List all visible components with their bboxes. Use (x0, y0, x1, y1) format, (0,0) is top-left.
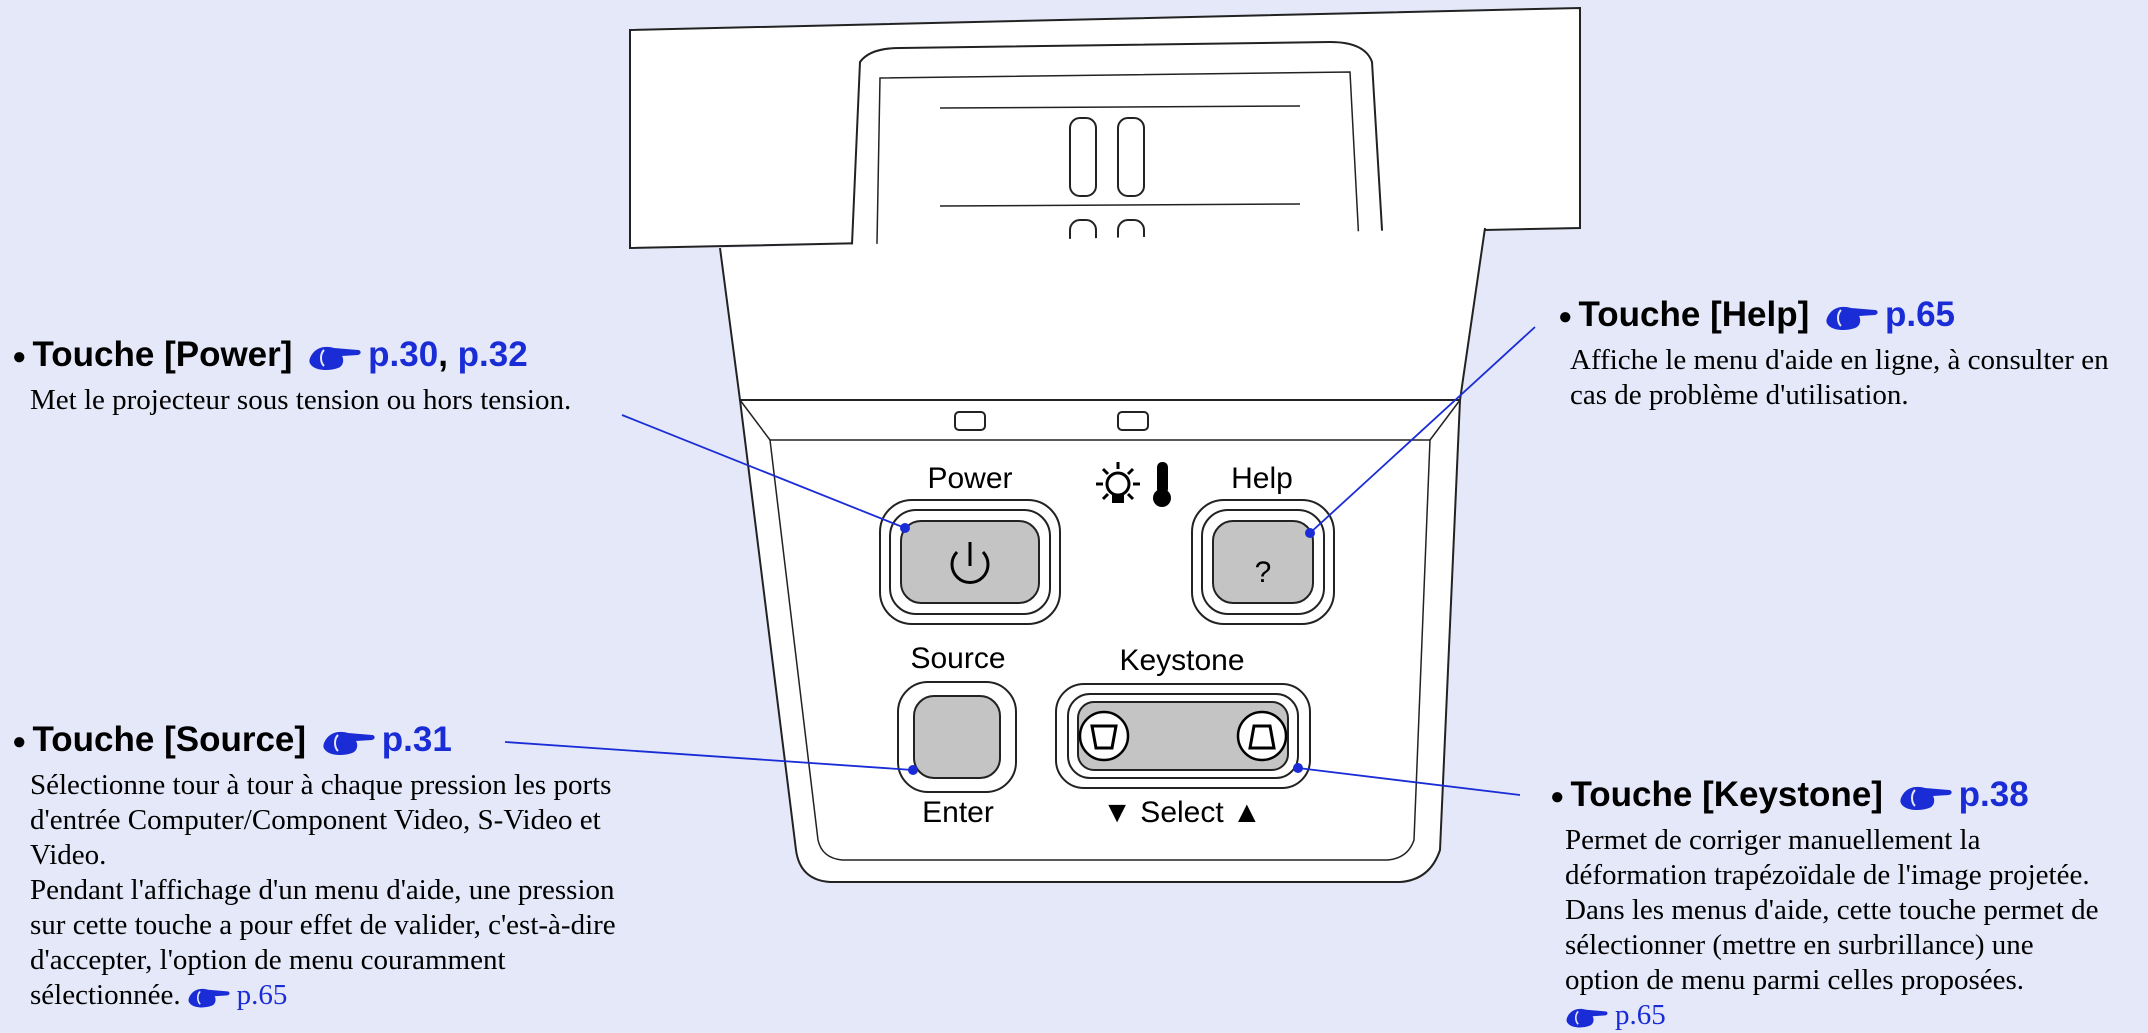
source-inline-ref-link[interactable]: p.65 (236, 979, 288, 1011)
power-indicator-light (954, 411, 986, 431)
leader-line-power (621, 414, 906, 529)
help-button[interactable]: ? (1191, 499, 1335, 625)
leader-lines (504, 326, 1536, 796)
control-panel-housing (738, 399, 1462, 883)
keystone-minus-icon (1078, 710, 1130, 762)
source-callout-heading: ●Touche [Source] p.31 (12, 720, 452, 759)
source-callout-title: Touche [Source] (32, 720, 307, 759)
status-indicator-light (1117, 411, 1149, 431)
pointing-hand-icon (1899, 782, 1953, 812)
keystone-inline-ref-link[interactable]: p.65 (1615, 999, 1666, 1031)
keystone-ref-link[interactable]: p.38 (1958, 775, 2029, 814)
leader-dot-help (1305, 528, 1315, 538)
power-icon (950, 542, 990, 584)
pointing-hand-icon (1825, 302, 1879, 332)
source-label: Source (910, 642, 1005, 675)
leader-dot-power (900, 523, 910, 533)
panel-neck (719, 227, 1486, 401)
help-ref-link[interactable]: p.65 (1884, 295, 1956, 334)
source-button[interactable] (897, 681, 1017, 793)
power-button[interactable] (879, 499, 1061, 625)
keystone-callout-heading: ●Touche [Keystone] p.38 (1550, 775, 2029, 814)
select-label: ▼ Select ▲ (1102, 796, 1261, 829)
power-ref-link-2[interactable]: p.32 (457, 335, 528, 374)
leader-dot-keystone (1293, 763, 1303, 773)
help-callout-title: Touche [Help] (1578, 295, 1810, 334)
pointing-hand-icon (308, 342, 362, 372)
power-ref-link-1[interactable]: p.30 (368, 335, 439, 374)
leader-line-source (504, 741, 914, 771)
keystone-label: Keystone (1119, 644, 1244, 677)
keystone-button[interactable] (1055, 683, 1311, 789)
lamp-icon (1096, 462, 1140, 503)
power-label: Power (927, 462, 1012, 495)
leader-line-keystone (1297, 767, 1521, 796)
temperature-icon (1153, 462, 1171, 507)
source-callout-description: Sélectionne tour à tour à chaque pressio… (30, 769, 616, 1011)
focus-ring-tab-left (1069, 117, 1097, 197)
pointing-hand-icon (322, 727, 376, 757)
pointing-hand-icon (187, 985, 231, 1009)
leader-dot-source (908, 765, 918, 775)
keystone-plus-icon (1236, 710, 1288, 762)
keystone-callout-title: Touche [Keystone] (1570, 775, 1883, 814)
help-question-icon: ? (1255, 556, 1272, 589)
source-ref-link[interactable]: p.31 (381, 720, 452, 759)
help-callout-description: Affiche le menu d'aide en ligne, à consu… (1570, 344, 2109, 411)
leader-line-help (1309, 326, 1536, 534)
power-callout-description: Met le projecteur sous tension ou hors t… (30, 384, 572, 416)
help-label: Help (1231, 462, 1293, 495)
pointing-hand-icon (1565, 1005, 1609, 1029)
focus-ring-tab-right (1117, 117, 1145, 197)
enter-label: Enter (922, 796, 994, 829)
help-callout-heading: ●Touche [Help] p.65 (1558, 295, 1956, 334)
keystone-callout-description: Permet de corriger manuellement la défor… (1565, 824, 2099, 1031)
power-callout-title: Touche [Power] (32, 335, 293, 374)
power-callout-heading: ●Touche [Power] p.30, p.32 (12, 335, 528, 374)
